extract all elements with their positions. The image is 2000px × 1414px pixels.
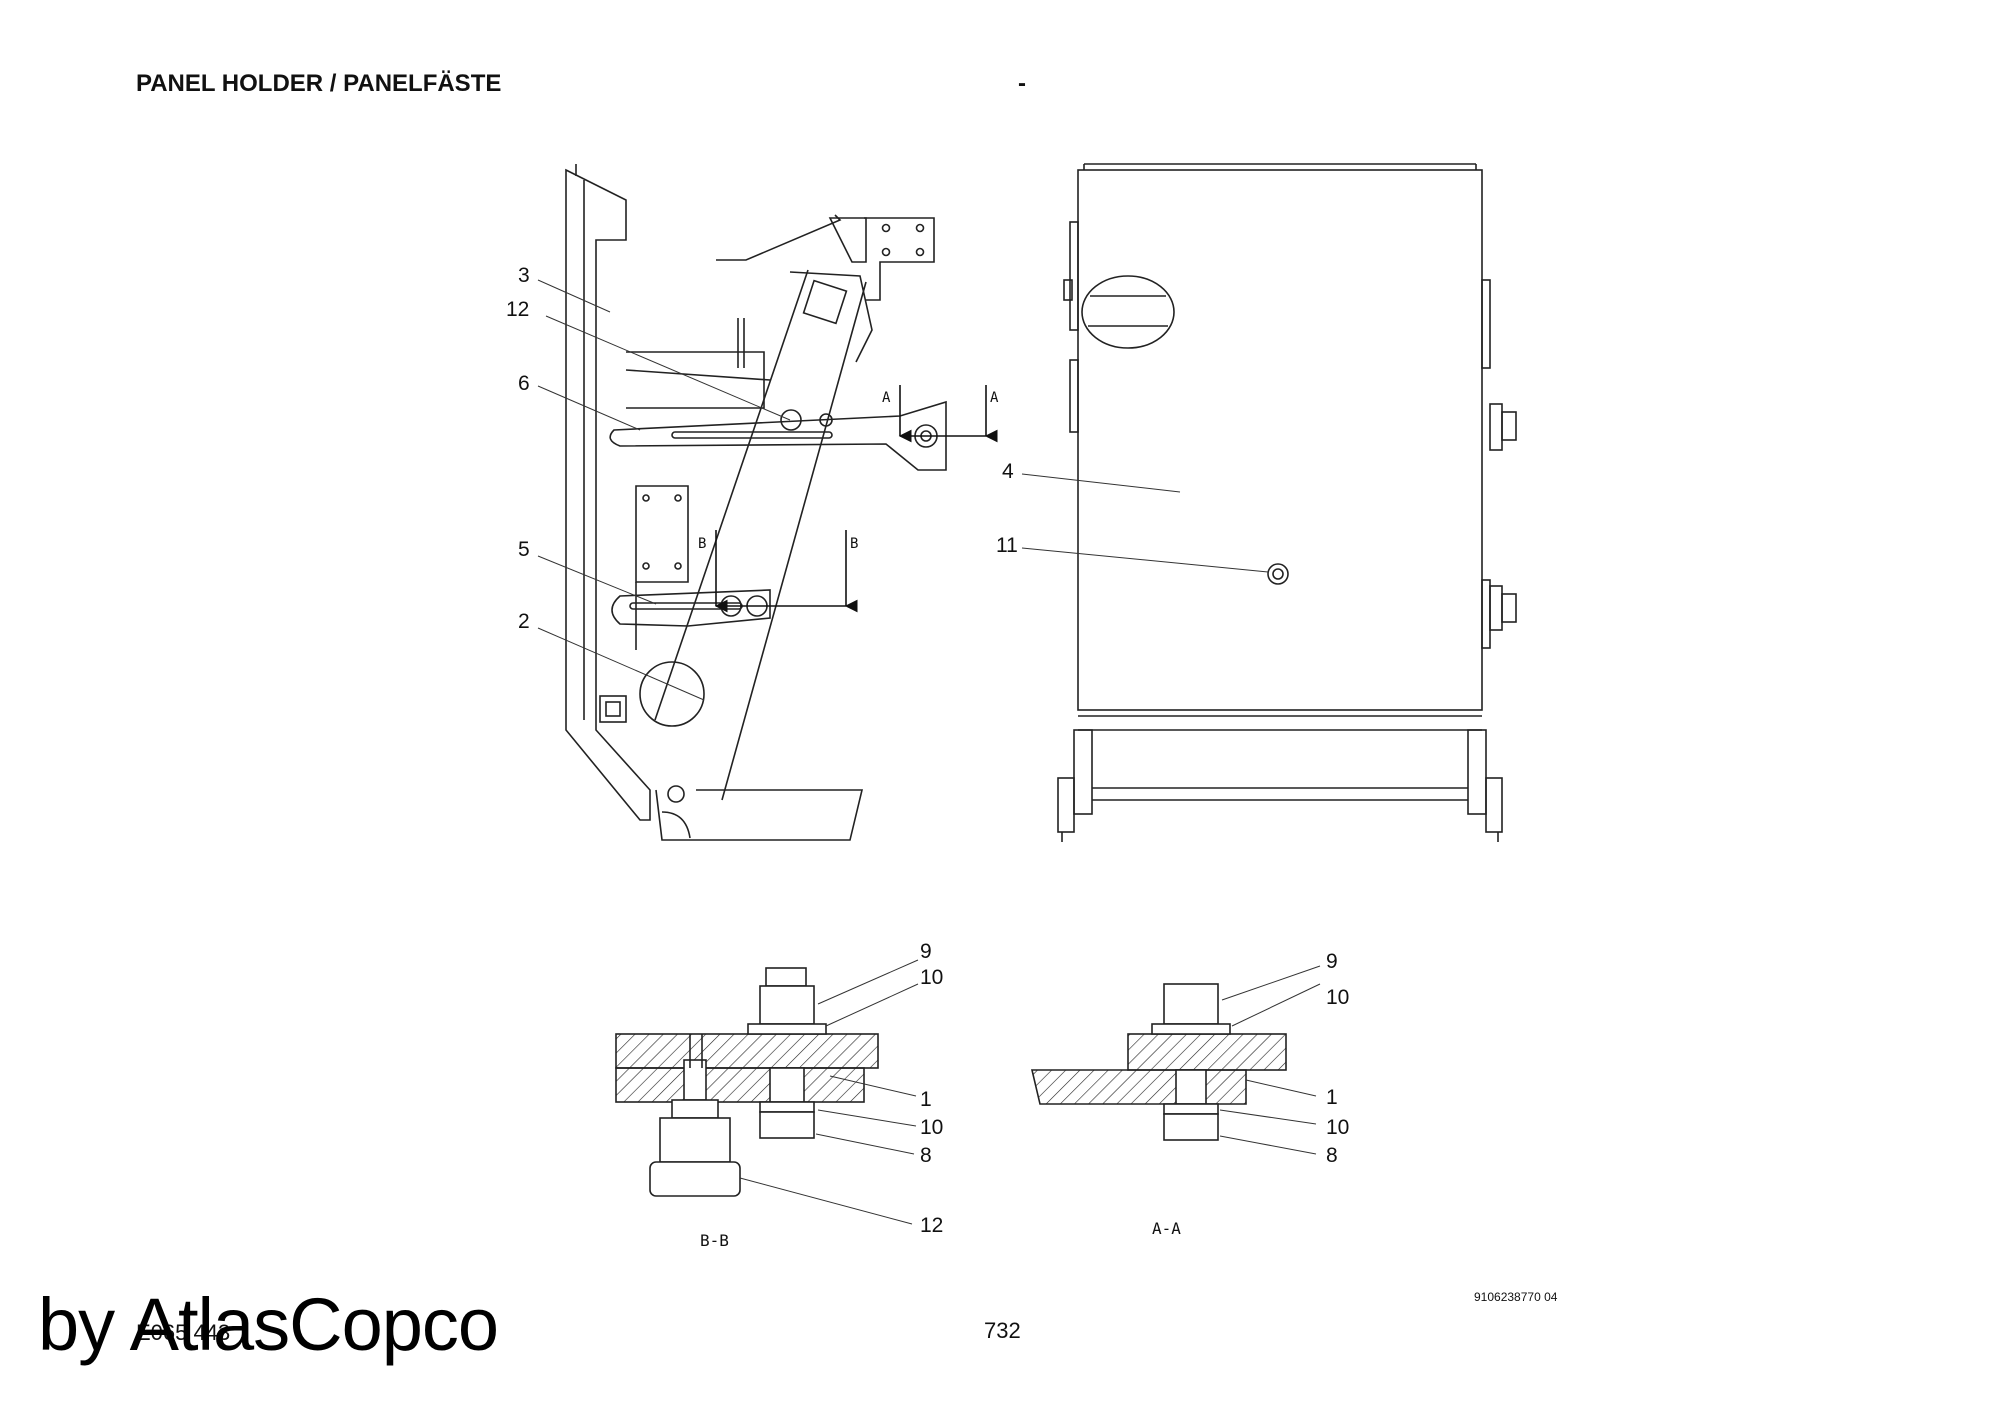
callout-aa-10-bottom: 10 (1326, 1116, 1349, 1139)
section-bb-leaders (739, 959, 919, 1225)
callout-5: 5 (518, 538, 530, 561)
callout-6: 6 (518, 372, 530, 395)
callout-aa-8: 8 (1326, 1144, 1338, 1167)
callout-bb-1: 1 (920, 1088, 932, 1111)
callout-bb-9: 9 (920, 940, 932, 963)
page-title: PANEL HOLDER / PANELFÄSTE (136, 70, 502, 97)
callout-11: 11 (996, 534, 1018, 557)
section-mark-a-left: A (882, 390, 891, 406)
callout-aa-9: 9 (1326, 950, 1338, 973)
callout-3: 3 (518, 264, 530, 287)
section-mark-a-right: A (990, 390, 999, 406)
section-label-bb: B-B (700, 1231, 729, 1250)
callout-bb-8: 8 (920, 1144, 932, 1167)
section-label-aa: A-A (1152, 1219, 1181, 1238)
front-view-leaders (1021, 473, 1269, 573)
callout-bb-10-top: 10 (920, 966, 943, 989)
callout-aa-1: 1 (1326, 1086, 1338, 1109)
section-bb (615, 967, 879, 1197)
side-view-leaders (537, 279, 791, 701)
callout-bb-12: 12 (920, 1214, 943, 1237)
section-mark-b-right: B (850, 536, 858, 552)
section-indicators (714, 385, 998, 613)
side-view (565, 164, 947, 841)
section-aa-leaders (1219, 965, 1321, 1155)
header-dash: - (1018, 70, 1026, 97)
watermark: by AtlasCopco (38, 1283, 499, 1366)
document-number: 9106238770 04 (1474, 1290, 1558, 1304)
section-mark-b-left: B (698, 536, 706, 552)
callout-4: 4 (1002, 460, 1014, 483)
callout-bb-10-bottom: 10 (920, 1116, 943, 1139)
page-number: 732 (984, 1318, 1021, 1343)
section-aa (1030, 983, 1287, 1141)
callout-12-side: 12 (506, 298, 529, 321)
callout-aa-10-top: 10 (1326, 986, 1349, 1009)
callout-2: 2 (518, 610, 530, 633)
front-view (1057, 163, 1517, 842)
drawing-code: E065 443 (136, 1320, 231, 1345)
